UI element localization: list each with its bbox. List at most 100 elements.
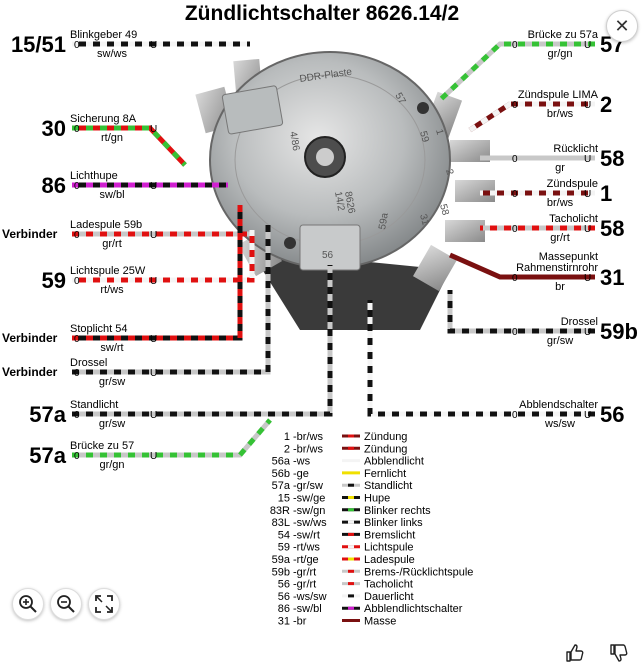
legend-terminal: 57a bbox=[272, 480, 291, 492]
connector-zero: 0 bbox=[74, 230, 80, 241]
left-terminal-color: gr/gn bbox=[99, 459, 124, 471]
left-terminal-name: Brücke zu 57 bbox=[70, 440, 134, 452]
legend-function: Fernlicht bbox=[364, 468, 406, 480]
right-terminal-name: Abblendschalter bbox=[519, 399, 598, 411]
legend-color-code: -sw/ge bbox=[293, 493, 325, 505]
connector-u: U bbox=[150, 368, 157, 379]
switch-marking: 58 bbox=[437, 203, 451, 217]
left-terminal-color: rt/gn bbox=[101, 132, 123, 144]
connector-u: U bbox=[150, 181, 157, 192]
right-terminal-number: 58 bbox=[600, 216, 624, 241]
legend-terminal: 86 bbox=[278, 603, 290, 615]
connector-u: U bbox=[150, 276, 157, 287]
left-terminal-color: rt/ws bbox=[100, 284, 124, 296]
right-wire-stripe bbox=[438, 41, 595, 102]
fullscreen-button[interactable] bbox=[88, 588, 120, 620]
connector-u: U bbox=[150, 124, 157, 135]
right-wire-stripe bbox=[367, 300, 595, 417]
switch-marking: 59 bbox=[417, 130, 431, 144]
connector-zero: 0 bbox=[74, 334, 80, 345]
right-terminal-color: gr bbox=[555, 162, 565, 174]
right-terminal-number: 2 bbox=[600, 92, 612, 117]
left-terminal-color: gr/sw bbox=[99, 376, 125, 388]
connector-zero: 0 bbox=[512, 40, 518, 51]
zoom-in-icon bbox=[19, 595, 37, 613]
right-terminal-color: br/ws bbox=[547, 197, 574, 209]
switch-marking: 59a bbox=[377, 212, 391, 231]
connector-zero: 0 bbox=[74, 368, 80, 379]
legend-function: Hupe bbox=[364, 493, 390, 505]
left-terminal-number: 30 bbox=[42, 116, 66, 141]
thumbs-down-button[interactable] bbox=[606, 640, 632, 666]
thumbs-up-icon bbox=[566, 644, 584, 662]
switch-marking: 4/86 bbox=[287, 131, 301, 153]
legend-color-code: -ws bbox=[293, 456, 311, 468]
left-wire-base bbox=[72, 125, 187, 167]
legend-function: Brems-/Rücklichtspule bbox=[364, 566, 473, 578]
left-terminal-number: Verbinder bbox=[2, 331, 58, 345]
connector-zero: 0 bbox=[74, 410, 80, 421]
legend-color-code: -br/ws bbox=[293, 431, 323, 443]
legend-function: Ladespule bbox=[364, 554, 415, 566]
right-wire bbox=[438, 41, 595, 102]
right-terminal-name: Rahmenstirnrohr bbox=[516, 262, 598, 274]
connector-u: U bbox=[150, 451, 157, 462]
left-terminal-number: Verbinder bbox=[2, 227, 58, 241]
connector-u: U bbox=[150, 40, 157, 51]
left-wire-stripe bbox=[72, 418, 272, 458]
left-wire bbox=[72, 205, 243, 341]
legend-terminal: 54 bbox=[278, 529, 290, 541]
legend-color-code: -ge bbox=[293, 468, 309, 480]
thumbs-down-icon bbox=[610, 644, 628, 662]
connector-zero: 0 bbox=[74, 276, 80, 287]
legend-terminal: 59b bbox=[272, 566, 290, 578]
left-terminal-number: 57a bbox=[29, 443, 66, 468]
connector-zero: 0 bbox=[512, 327, 518, 338]
legend-function: Bremslicht bbox=[364, 529, 415, 541]
left-terminal-number: 59 bbox=[42, 268, 66, 293]
left-terminal-name: Lichthupe bbox=[70, 170, 118, 182]
connector-zero: 0 bbox=[74, 451, 80, 462]
left-wire bbox=[72, 418, 272, 458]
zoom-in-button[interactable] bbox=[12, 588, 44, 620]
thumbs-up-button[interactable] bbox=[562, 640, 588, 666]
right-wire-base bbox=[468, 101, 595, 133]
zoom-out-icon bbox=[57, 595, 75, 613]
connector-zero: 0 bbox=[512, 410, 518, 421]
left-terminal-color: sw/bl bbox=[99, 189, 124, 201]
connector-zero: 0 bbox=[512, 100, 518, 111]
legend-terminal: 56 bbox=[278, 579, 290, 591]
legend-color-code: -sw/bl bbox=[293, 603, 322, 615]
right-terminal-name: Rücklicht bbox=[553, 143, 598, 155]
fullscreen-icon bbox=[95, 595, 113, 613]
right-wire bbox=[468, 101, 595, 133]
right-terminal-name: Tacholicht bbox=[549, 213, 598, 225]
legend-terminal: 83R bbox=[270, 505, 290, 517]
left-terminal-name: Drossel bbox=[70, 357, 107, 369]
close-button[interactable]: ✕ bbox=[606, 10, 638, 42]
right-terminal-name: Zündspule bbox=[547, 178, 598, 190]
legend-color-code: -rt/ws bbox=[293, 542, 320, 554]
switch-marking: 8626 bbox=[342, 191, 357, 215]
right-terminal-number: 56 bbox=[600, 402, 624, 427]
connector-zero: 0 bbox=[74, 181, 80, 192]
legend-function: Blinker rechts bbox=[364, 505, 431, 517]
left-terminal-name: Standlicht bbox=[70, 399, 118, 411]
left-wire bbox=[72, 265, 333, 417]
left-terminal-name: Stoplicht 54 bbox=[70, 323, 127, 335]
legend-terminal: 2 bbox=[284, 443, 290, 455]
switch-marking: 57 bbox=[392, 91, 407, 107]
zoom-out-button[interactable] bbox=[50, 588, 82, 620]
legend-color-code: -gr/sw bbox=[293, 480, 323, 492]
left-terminal-name: Lichtspule 25W bbox=[70, 265, 146, 277]
left-wire-stripe bbox=[72, 230, 255, 283]
left-wire-stripe bbox=[72, 265, 333, 417]
left-wire-stripe bbox=[72, 125, 187, 167]
legend-terminal: 31 bbox=[278, 616, 290, 628]
legend-color-code: -gr/rt bbox=[293, 579, 316, 591]
left-terminal-name: Sicherung 8A bbox=[70, 113, 137, 125]
right-terminal-name: Massepunkt bbox=[539, 251, 598, 263]
connector-u: U bbox=[584, 327, 591, 338]
